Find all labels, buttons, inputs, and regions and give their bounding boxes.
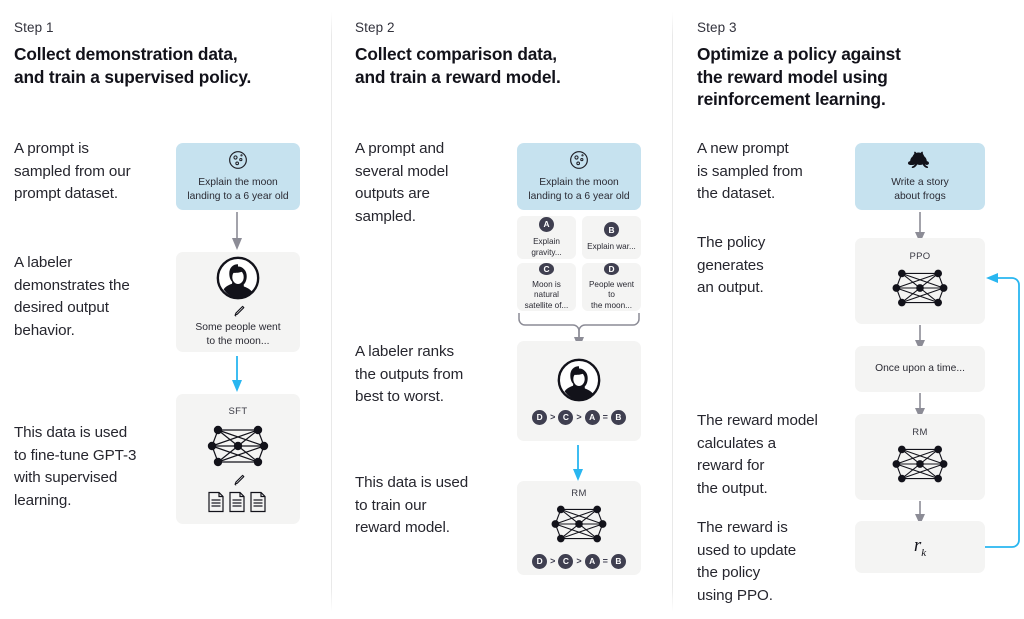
step-2-label: Step 2 xyxy=(355,20,395,35)
step-3-generated-output-text: Once upon a time... xyxy=(875,363,965,375)
step-1-label: Step 1 xyxy=(14,20,54,35)
rm-rank-op-2: > xyxy=(576,556,582,566)
step-3-arrow-ppo-to-output xyxy=(909,325,931,358)
labeler-avatar-icon xyxy=(557,358,601,402)
documents-icon xyxy=(207,491,269,513)
option-a-badge: A xyxy=(539,217,554,233)
step-2-arrow-labeler-to-rm xyxy=(567,443,589,488)
option-a-text: Explain gravity... xyxy=(531,237,562,257)
moon-icon xyxy=(569,150,589,170)
step-3-reward-value-card[interactable]: rk xyxy=(855,521,985,573)
rank-badge-b: B xyxy=(610,409,626,425)
step-3-column: Step 3 Optimize a policy against the rew… xyxy=(683,0,1024,619)
option-c-text: Moon is natural satellite of... xyxy=(524,279,569,310)
step-2-option-d[interactable]: D People went to the moon... xyxy=(582,263,641,311)
rm-rank-badge-d: D xyxy=(532,553,548,569)
reward-symbol: r xyxy=(913,535,922,557)
neural-network-icon xyxy=(205,421,271,471)
step-3-rm-label: RM xyxy=(912,427,928,438)
step-1-arrow-prompt-to-labeler xyxy=(226,212,248,257)
step-3-new-prompt-card[interactable]: Write a story about frogs xyxy=(855,143,985,210)
rm-rank-badge-c: C xyxy=(558,553,574,569)
reward-formula: rk xyxy=(914,535,926,559)
step-3-arrow-rm-to-reward xyxy=(909,501,931,532)
rm-rank-badge-b: B xyxy=(610,553,626,569)
rank-badge-c: C xyxy=(558,409,574,425)
step-3-label: Step 3 xyxy=(697,20,737,35)
step-3-ppo-policy-card[interactable]: PPO xyxy=(855,238,985,324)
step-1-sft-model-card[interactable]: SFT xyxy=(176,394,300,524)
column-divider-2 xyxy=(672,12,673,612)
step-2-rm-label: RM xyxy=(571,487,587,499)
step-3-arrow-prompt-to-ppo xyxy=(909,212,931,250)
step-3-arrow-output-to-rm xyxy=(909,393,931,426)
option-d-badge: D xyxy=(604,263,619,275)
step-2-paragraph-2: A labeler ranks the outputs from best to… xyxy=(355,343,464,406)
step-3-feedback-loop-reward-to-ppo xyxy=(979,265,1024,560)
pencil-icon xyxy=(231,304,246,319)
step-1-labeler-demo-text: Some people went to the moon... xyxy=(195,321,281,347)
step-2-labeler-ranking: D > C > A = B xyxy=(532,409,626,425)
option-c-badge: C xyxy=(539,263,554,275)
frog-icon xyxy=(906,150,934,170)
neural-network-icon xyxy=(890,265,950,311)
rm-rank-op-3: = xyxy=(602,556,608,566)
step-2-title: Collect comparison data, and train a rew… xyxy=(355,44,561,87)
step-3-paragraph-1: A new prompt is sampled from the dataset… xyxy=(697,140,803,203)
rm-rank-badge-a: A xyxy=(584,553,600,569)
step-1-prompt-text: Explain the moon landing to a 6 year old xyxy=(187,176,289,202)
rank-op-3: = xyxy=(602,412,608,422)
step-1-column: Step 1 Collect demonstration data, and t… xyxy=(0,0,331,619)
option-b-text: Explain war... xyxy=(587,242,636,252)
option-d-text: People went to the moon... xyxy=(588,279,635,310)
rank-op-2: > xyxy=(576,412,582,422)
step-1-sft-label: SFT xyxy=(228,405,248,417)
pencil-icon xyxy=(231,473,246,488)
neural-network-icon xyxy=(549,501,609,547)
step-3-new-prompt-text: Write a story about frogs xyxy=(891,176,949,202)
step-1-paragraph-1: A prompt is sampled from our prompt data… xyxy=(14,140,131,203)
step-1-paragraph-3: This data is used to fine-tune GPT-3 wit… xyxy=(14,424,137,509)
step-2-labeler-rank-card[interactable]: D > C > A = B xyxy=(517,341,641,441)
step-1-prompt-card[interactable]: Explain the moon landing to a 6 year old xyxy=(176,143,300,210)
rank-badge-d: D xyxy=(532,409,548,425)
step-3-paragraph-4: The reward is used to update the policy … xyxy=(697,519,797,604)
step-1-arrow-labeler-to-sft xyxy=(226,354,248,399)
step-2-paragraph-3: This data is used to train our reward mo… xyxy=(355,474,469,537)
labeler-avatar-icon xyxy=(216,256,260,300)
step-3-ppo-label: PPO xyxy=(909,251,931,262)
step-2-prompt-card[interactable]: Explain the moon landing to a 6 year old xyxy=(517,143,641,210)
step-2-column: Step 2 Collect comparison data, and trai… xyxy=(341,0,672,619)
moon-icon xyxy=(228,150,248,170)
step-3-generated-output-card[interactable]: Once upon a time... xyxy=(855,346,985,392)
step-3-title: Optimize a policy against the reward mod… xyxy=(697,44,901,109)
option-b-badge: B xyxy=(604,222,619,238)
step-2-prompt-text: Explain the moon landing to a 6 year old xyxy=(528,176,630,202)
step-1-paragraph-2: A labeler demonstrates the desired outpu… xyxy=(14,254,130,339)
rm-rank-op-1: > xyxy=(550,556,556,566)
step-2-option-b[interactable]: B Explain war... xyxy=(582,216,641,259)
rank-op-1: > xyxy=(550,412,556,422)
step-2-rm-ranking: D > C > A = B xyxy=(532,553,626,569)
neural-network-icon xyxy=(890,441,950,487)
rank-badge-a: A xyxy=(584,409,600,425)
step-3-paragraph-3: The reward model calculates a reward for… xyxy=(697,412,818,497)
step-2-option-c[interactable]: C Moon is natural satellite of... xyxy=(517,263,576,311)
reward-subscript: k xyxy=(921,546,927,559)
column-divider-1 xyxy=(331,12,332,612)
step-2-paragraph-1: A prompt and several model outputs are s… xyxy=(355,140,449,225)
step-3-rm-reward-card[interactable]: RM xyxy=(855,414,985,500)
step-1-title: Collect demonstration data, and train a … xyxy=(14,44,252,87)
step-2-option-a[interactable]: A Explain gravity... xyxy=(517,216,576,259)
step-1-labeler-demo-card[interactable]: Some people went to the moon... xyxy=(176,252,300,352)
step-3-paragraph-2: The policy generates an output. xyxy=(697,234,766,297)
step-2-rm-model-card[interactable]: RM xyxy=(517,481,641,575)
